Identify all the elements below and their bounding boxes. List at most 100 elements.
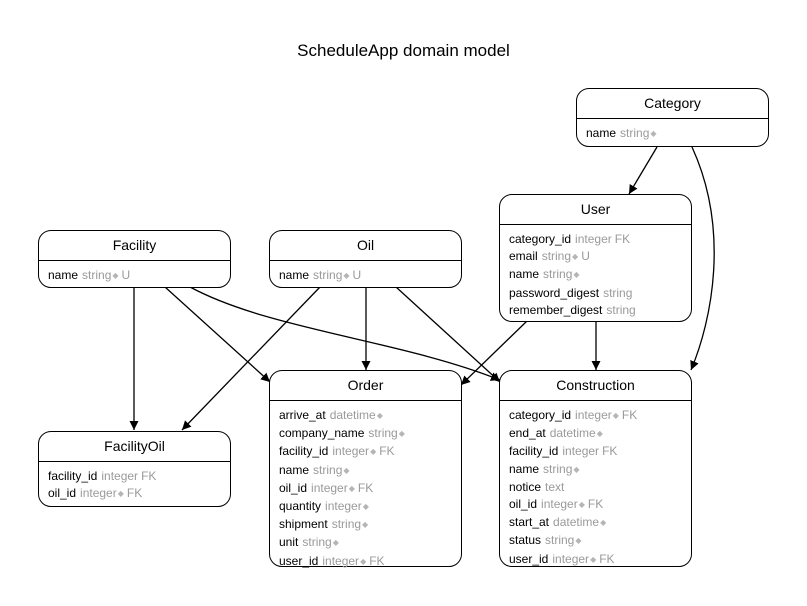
attribute-type: string	[331, 517, 362, 532]
attribute-type: integer	[575, 232, 612, 246]
attribute-type: integer	[541, 497, 578, 512]
attribute-type: integer	[101, 469, 139, 483]
not-null-marker-icon: ◆	[575, 536, 582, 546]
attribute-name: shipment	[279, 517, 328, 532]
attribute-type: integer	[332, 444, 370, 459]
not-null-marker-icon: ◆	[117, 489, 124, 499]
not-null-marker-icon: ◆	[612, 411, 619, 420]
attribute-type: string	[541, 249, 572, 264]
attribute-name: start_at	[509, 515, 550, 530]
attribute-name: name	[509, 267, 540, 282]
not-null-marker-icon: ◆	[362, 520, 369, 530]
attribute-name: unit	[279, 535, 299, 550]
entity-facilityoil-title: FacilityOil	[39, 432, 230, 462]
attribute-flag: FK	[587, 497, 604, 512]
entity-construction-title: Construction	[500, 371, 691, 401]
edge-facility-order	[164, 286, 271, 383]
attribute-name: facility_id	[279, 444, 329, 459]
not-null-marker-icon: ◆	[596, 429, 603, 439]
attribute-name: name	[48, 268, 79, 282]
attribute-type: text	[545, 479, 565, 494]
attribute-type: integer	[325, 499, 362, 514]
not-null-marker-icon: ◆	[343, 465, 350, 475]
attribute-flag: FK	[369, 553, 385, 568]
not-null-marker-icon: ◆	[600, 518, 607, 528]
attribute-name: name	[586, 126, 617, 140]
not-null-marker-icon: ◆	[362, 502, 369, 512]
diagram-title: ScheduleApp domain model	[297, 41, 510, 60]
attribute-name: email	[509, 249, 538, 264]
entity-order-title: Order	[270, 371, 461, 401]
attribute-flag: FK	[126, 486, 143, 501]
edge-oil-facilityoil	[181, 286, 321, 431]
attribute-type: string	[543, 461, 573, 476]
edge-category-user	[628, 146, 658, 195]
attribute-type: string	[82, 268, 112, 282]
attribute-name: quantity	[279, 499, 322, 514]
attribute-name: remember_digest	[509, 302, 603, 317]
attribute-type: datetime	[553, 515, 600, 530]
attribute-flag: FK	[141, 469, 157, 483]
attribute-flag: U	[121, 268, 131, 282]
attribute-type: string	[620, 126, 650, 140]
attribute-name: name	[279, 268, 310, 282]
attribute-flag: FK	[379, 444, 395, 459]
attribute-name: company_name	[279, 426, 365, 441]
attribute-flag: FK	[599, 551, 615, 566]
attribute-type: integer	[562, 444, 600, 459]
entity-oil-title: Oil	[270, 231, 461, 261]
edge-user-order	[460, 320, 528, 386]
attribute-type: string	[603, 285, 633, 300]
entity-category-title: Category	[577, 89, 768, 119]
edge-oil-construction	[395, 286, 501, 383]
attribute-flag: FK	[614, 232, 631, 246]
attribute-type: integer	[322, 553, 360, 568]
attribute-name: user_id	[279, 553, 319, 568]
not-null-marker-icon: ◆	[343, 271, 350, 280]
attribute-name: arrive_at	[279, 408, 326, 422]
not-null-marker-icon: ◆	[360, 556, 367, 566]
attribute-type: datetime	[329, 408, 376, 422]
attribute-name: name	[279, 462, 310, 477]
not-null-marker-icon: ◆	[650, 129, 657, 138]
not-null-marker-icon: ◆	[348, 483, 355, 493]
attribute-name: end_at	[509, 426, 546, 441]
not-null-marker-icon: ◆	[332, 538, 339, 548]
not-null-marker-icon: ◆	[573, 464, 580, 474]
not-null-marker-icon: ◆	[578, 500, 585, 510]
not-null-marker-icon: ◆	[573, 270, 580, 280]
attribute-name: oil_id	[279, 480, 308, 495]
attribute-type: string	[302, 535, 332, 550]
